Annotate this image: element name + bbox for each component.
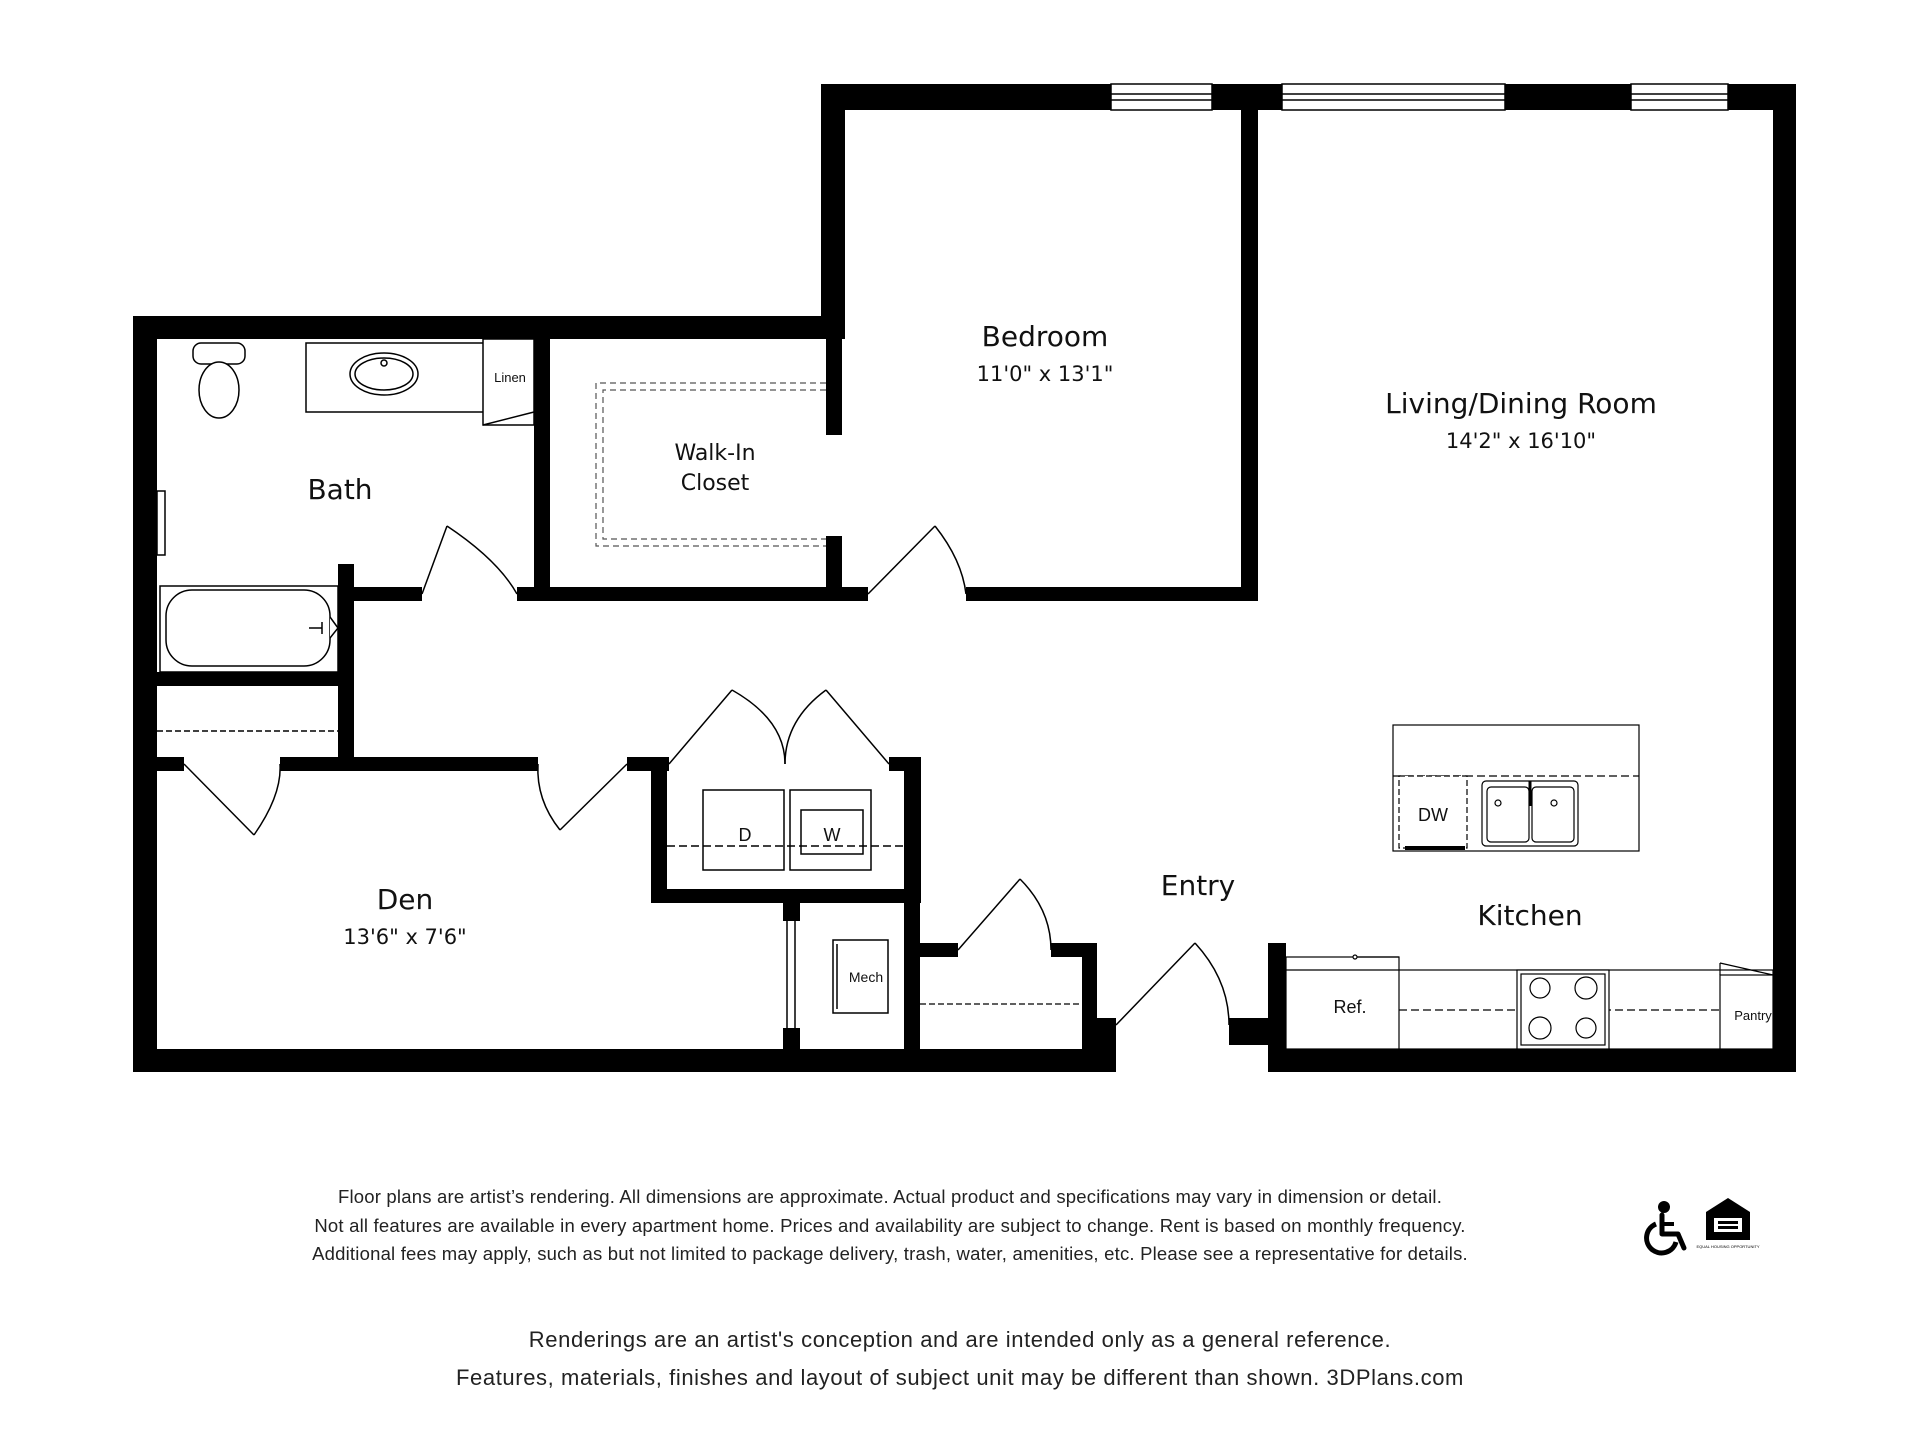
window-bedroom	[1110, 83, 1213, 111]
bath-label: Bath	[307, 473, 372, 506]
refrigerator-label: Ref.	[1333, 997, 1366, 1017]
window-living-2	[1630, 83, 1729, 111]
doors	[183, 525, 1230, 1028]
washer-label: W	[824, 825, 841, 845]
dryer	[702, 789, 785, 871]
bedroom-label: Bedroom	[982, 320, 1109, 353]
mech-unit	[832, 939, 889, 1014]
dishwasher	[1398, 775, 1468, 849]
pantry	[1719, 974, 1774, 1050]
equal-housing-icon: EQUAL HOUSING OPPORTUNITY	[1696, 1198, 1760, 1249]
pantry-label: Pantry	[1734, 1008, 1772, 1023]
equal-housing-text: EQUAL HOUSING OPPORTUNITY	[1696, 1244, 1759, 1249]
living-label: Living/Dining Room	[1385, 387, 1657, 420]
closet-label-line2: Closet	[681, 471, 750, 496]
refrigerator	[1285, 956, 1400, 1050]
walls	[133, 84, 1796, 1072]
wheelchair-icon	[1644, 1201, 1687, 1256]
closet-shelf	[595, 382, 826, 547]
closet-label-line1: Walk-In	[674, 441, 755, 466]
window-living-1	[1281, 83, 1506, 111]
kitchen-label: Kitchen	[1477, 899, 1582, 932]
rendering-note-line: Renderings are an artist's conception an…	[528, 1327, 1392, 1352]
laundry	[667, 789, 904, 871]
dryer-label: D	[739, 825, 752, 845]
disclaimer: Floor plans are artist’s rendering. All …	[0, 1183, 1780, 1269]
disclaimer-line: Not all features are available in every …	[314, 1214, 1466, 1236]
toilet	[192, 342, 246, 365]
living-dimensions: 14'2" x 16'10"	[1446, 429, 1596, 453]
kitchen-fixtures	[1285, 724, 1774, 1050]
rendering-note: Renderings are an artist's conception an…	[0, 1321, 1920, 1397]
entry-label: Entry	[1161, 869, 1236, 902]
linen-label: Linen	[494, 370, 526, 385]
bedroom-dimensions: 11'0" x 13'1"	[977, 362, 1114, 386]
dishwasher-label: DW	[1418, 805, 1448, 825]
rendering-note-line: Features, materials, finishes and layout…	[456, 1365, 1464, 1390]
den-label: Den	[377, 883, 434, 916]
mech-label: Mech	[849, 969, 883, 985]
den-dimensions: 13'6" x 7'6"	[343, 925, 466, 949]
linen-closet	[482, 338, 535, 426]
bath-fixtures	[156, 338, 535, 732]
windows	[1110, 83, 1729, 111]
disclaimer-line: Additional fees may apply, such as but n…	[312, 1243, 1468, 1264]
disclaimer-line: Floor plans are artist’s rendering. All …	[337, 1186, 1443, 1207]
